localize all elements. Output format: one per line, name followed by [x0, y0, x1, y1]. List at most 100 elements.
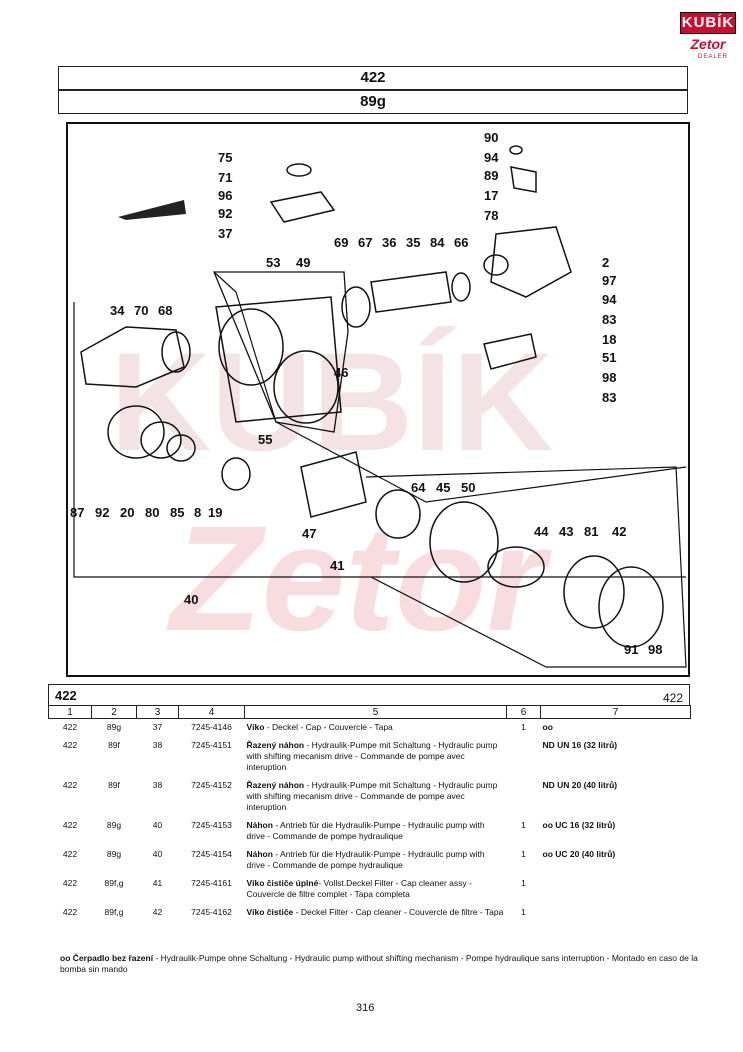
table-header-row: 1 2 3 4 5 6 7	[48, 705, 691, 719]
callout-51: 51	[602, 350, 616, 365]
callout-75: 75	[218, 150, 232, 165]
callout-20: 20	[120, 505, 134, 520]
cell-c5: Řazený náhon - Hydraulik-Pumpe mit Schal…	[245, 777, 507, 817]
callout-67: 67	[358, 235, 372, 250]
cell-c1: 422	[62, 740, 78, 750]
part-name: Řazený náhon	[246, 780, 305, 790]
callout-94: 94	[484, 150, 499, 165]
callout-37: 37	[218, 226, 232, 241]
kubik-zetor-logo: KUBÍK Zetor DEALER	[680, 8, 736, 64]
table-title-row: 422 422	[48, 684, 690, 705]
cell-c7: oo	[542, 722, 553, 732]
logo-brand-sub: DEALER	[698, 54, 729, 60]
page-number: 316	[356, 1002, 375, 1014]
cell-c1: 422	[62, 722, 78, 732]
callout-45: 45	[436, 480, 450, 495]
callout-44: 44	[534, 524, 549, 539]
cell-c7: ND UN 16 (32 litrů)	[542, 740, 618, 750]
callout-40: 40	[184, 592, 198, 607]
cell-c5: Víko - Deckel - Cap - Couvercle - Tapa	[245, 719, 507, 738]
part-name: Víko čističe úplné	[246, 878, 319, 888]
col-header-7: 7	[540, 705, 691, 719]
cell-c4: 7245-4153	[191, 820, 232, 830]
logo-brand-bottom: Zetor	[690, 36, 726, 52]
cell-c7: ND UN 20 (40 litrů)	[542, 780, 618, 790]
col-header-1: 1	[48, 705, 92, 719]
cell-c3: 40	[152, 820, 163, 830]
callout-89: 89	[484, 168, 498, 183]
callout-94b: 94	[602, 292, 617, 307]
footnote-bold: Čerpadlo bez řazení	[72, 953, 154, 963]
gear-34-shape	[80, 326, 185, 388]
callout-90: 90	[484, 130, 498, 145]
footnote-mark: oo	[60, 953, 71, 963]
cell-c5: Náhon - Antrieb für die Hydraulik-Pumpe …	[245, 846, 507, 875]
cell-c6: 1	[521, 820, 526, 830]
cell-c4: 7245-4151	[191, 740, 232, 750]
part-description: - Antrieb für die Hydraulik-Pumpe - Hydr…	[246, 849, 485, 870]
part-description: - Deckel - Cap - Couvercle - Tapa	[264, 722, 393, 732]
callout-18: 18	[602, 332, 616, 347]
cell-c2: 89g	[106, 820, 122, 830]
pump-2-shape	[490, 226, 572, 298]
cell-c2: 89f,g	[104, 878, 124, 888]
callout-66: 66	[454, 235, 468, 250]
cell-c6	[507, 777, 541, 817]
callout-2: 2	[602, 255, 609, 270]
cell-c1: 422	[62, 780, 78, 790]
col-header-6: 6	[506, 705, 541, 719]
callout-83: 83	[602, 312, 616, 327]
callout-85: 85	[170, 505, 184, 520]
bearing-20-shape	[107, 405, 165, 459]
model-header: 422	[58, 66, 688, 90]
spring-64-shape	[375, 489, 421, 539]
callout-42: 42	[612, 524, 626, 539]
callout-53: 53	[266, 255, 280, 270]
callout-98b: 98	[648, 642, 662, 657]
group-header: 89g	[58, 90, 688, 114]
diagram-frame	[66, 122, 690, 677]
callout-19: 19	[208, 505, 222, 520]
callout-83b: 83	[602, 390, 616, 405]
part-name: Víko čističe	[246, 907, 294, 917]
cell-c2: 89g	[106, 849, 122, 859]
part-description: - Hydraulik-Pumpe mit Schaltung - Hydrau…	[246, 780, 498, 812]
part-description: - Antrieb für die Hydraulik-Pumpe - Hydr…	[246, 820, 485, 841]
cell-c2: 89f	[108, 740, 120, 750]
cell-c6: 1	[521, 907, 526, 917]
cover-37-shape	[269, 191, 336, 223]
cell-c6: 1	[521, 878, 526, 888]
callout-87: 87	[70, 505, 84, 520]
callout-46: 46	[334, 365, 348, 380]
filter-47-shape	[300, 451, 367, 518]
col-header-2: 2	[91, 705, 137, 719]
callout-17: 17	[484, 188, 498, 203]
callout-78: 78	[484, 208, 498, 223]
housing-49-shape	[215, 296, 342, 423]
callout-35: 35	[406, 235, 420, 250]
col-header-5: 5	[244, 705, 507, 719]
cell-c1: 422	[62, 878, 78, 888]
direction-arrow-icon	[118, 200, 186, 220]
callout-97: 97	[602, 273, 616, 288]
callout-34: 34	[110, 303, 125, 318]
callout-49: 49	[296, 255, 310, 270]
cell-c4: 7245-4146	[191, 722, 232, 732]
callout-98: 98	[602, 370, 616, 385]
callout-41: 41	[330, 558, 344, 573]
part-description: - Hydraulik-Pumpe mit Schaltung - Hydrau…	[246, 740, 498, 772]
cell-c3: 42	[152, 907, 163, 917]
callout-92b: 92	[95, 505, 109, 520]
cell-c1: 422	[62, 849, 78, 859]
cell-c3: 41	[152, 878, 163, 888]
cell-c6: 1	[521, 849, 526, 859]
logo-brand-top: KUBÍK	[680, 12, 736, 34]
callout-36: 36	[382, 235, 396, 250]
cell-c4: 7245-4154	[191, 849, 232, 859]
cell-c6: 1	[521, 722, 526, 732]
